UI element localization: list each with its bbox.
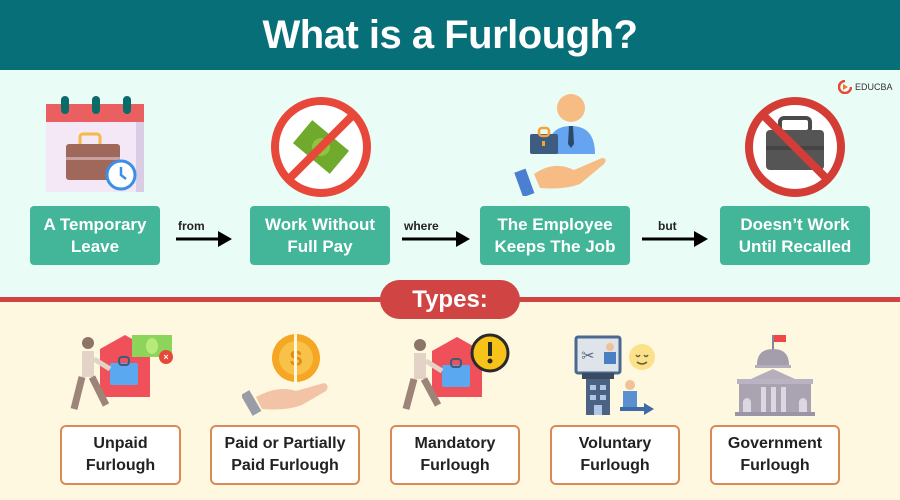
person-leaving-house-money-x-icon: ×	[70, 335, 173, 410]
types-heading: Types:	[380, 280, 520, 319]
educba-logo-icon	[838, 80, 852, 94]
arrow-right-icon	[402, 231, 470, 247]
header-banner: What is a Furlough?	[0, 0, 900, 70]
connector-label: where	[404, 219, 439, 233]
connector-label: from	[178, 219, 205, 233]
hand-holding-employee-icon	[514, 94, 606, 196]
hand-half-coin-icon: $	[242, 333, 328, 416]
building-employee-leaving-icon: ✂	[574, 335, 655, 415]
connector-label: but	[658, 219, 677, 233]
no-briefcase-icon	[745, 97, 845, 197]
page-title: What is a Furlough?	[262, 12, 638, 57]
arrow-right-icon	[176, 231, 232, 247]
connector-but: but	[642, 219, 710, 249]
calendar-briefcase-clock-icon	[46, 96, 144, 192]
svg-text:×: ×	[163, 352, 168, 362]
connector-from: from	[176, 219, 234, 249]
arrow-right-icon	[642, 231, 708, 247]
no-money-icon	[271, 97, 371, 197]
logo-text: EDUCBA	[855, 82, 893, 92]
connector-where: where	[402, 219, 472, 249]
government-building-icon	[735, 335, 815, 416]
person-leaving-house-warning-icon	[402, 333, 510, 410]
svg-text:✂: ✂	[581, 348, 594, 365]
educba-logo: EDUCBA	[838, 80, 893, 94]
